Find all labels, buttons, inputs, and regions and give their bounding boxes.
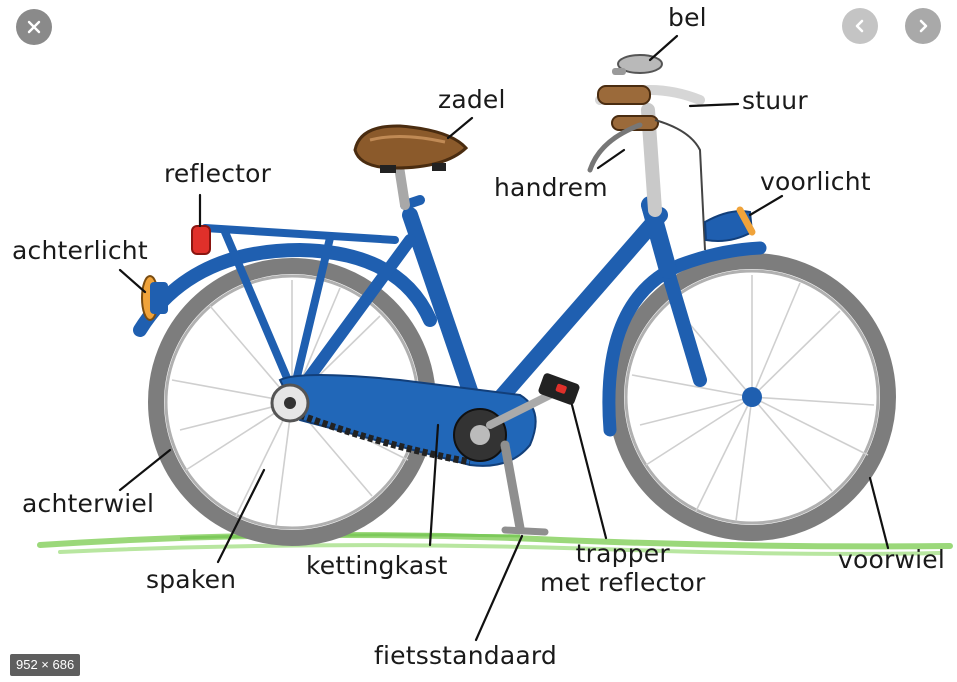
leader-achterwiel: [120, 450, 170, 490]
rear-light: [142, 276, 168, 320]
leader-voorlicht: [750, 196, 782, 215]
grass: [40, 535, 950, 554]
label-reflector: reflector: [164, 160, 271, 189]
leader-bel: [650, 36, 677, 60]
label-achterlicht: achterlicht: [12, 237, 148, 266]
label-fietsstandaard: fietsstandaard: [374, 642, 557, 671]
next-image-button[interactable]: [905, 8, 941, 44]
leader-stuur: [690, 104, 738, 106]
leader-zadel: [448, 118, 472, 138]
close-icon: [26, 19, 42, 35]
leader-fietsstandaard: [476, 536, 522, 640]
label-zadel: zadel: [438, 86, 506, 115]
leader-trapper: [572, 405, 606, 538]
leader-achterlicht: [120, 270, 145, 292]
rear-reflector: [192, 226, 210, 254]
label-spaken: spaken: [146, 566, 236, 595]
leader-voorwiel: [870, 478, 888, 548]
label-trapper-met-reflector: trapper met reflector: [540, 540, 705, 598]
label-achterwiel: achterwiel: [22, 490, 154, 519]
label-voorlicht: voorlicht: [760, 168, 871, 197]
front-light: [705, 210, 752, 241]
front-wheel: [616, 261, 888, 533]
close-button[interactable]: [16, 9, 52, 45]
kickstand: [505, 445, 545, 532]
label-voorwiel: voorwiel: [838, 546, 945, 575]
label-kettingkast: kettingkast: [306, 552, 448, 581]
image-dimensions-badge: 952 × 686: [10, 654, 80, 676]
previous-image-button[interactable]: [842, 8, 878, 44]
label-stuur: stuur: [742, 87, 808, 116]
bell: [612, 55, 662, 75]
chevron-right-icon: [916, 18, 930, 34]
saddle: [355, 126, 466, 173]
label-handrem: handrem: [494, 174, 608, 203]
label-trapper-line1: trapper: [540, 540, 705, 569]
label-trapper-line2: met reflector: [540, 569, 705, 598]
label-bel: bel: [668, 4, 707, 33]
chevron-left-icon: [853, 18, 867, 34]
